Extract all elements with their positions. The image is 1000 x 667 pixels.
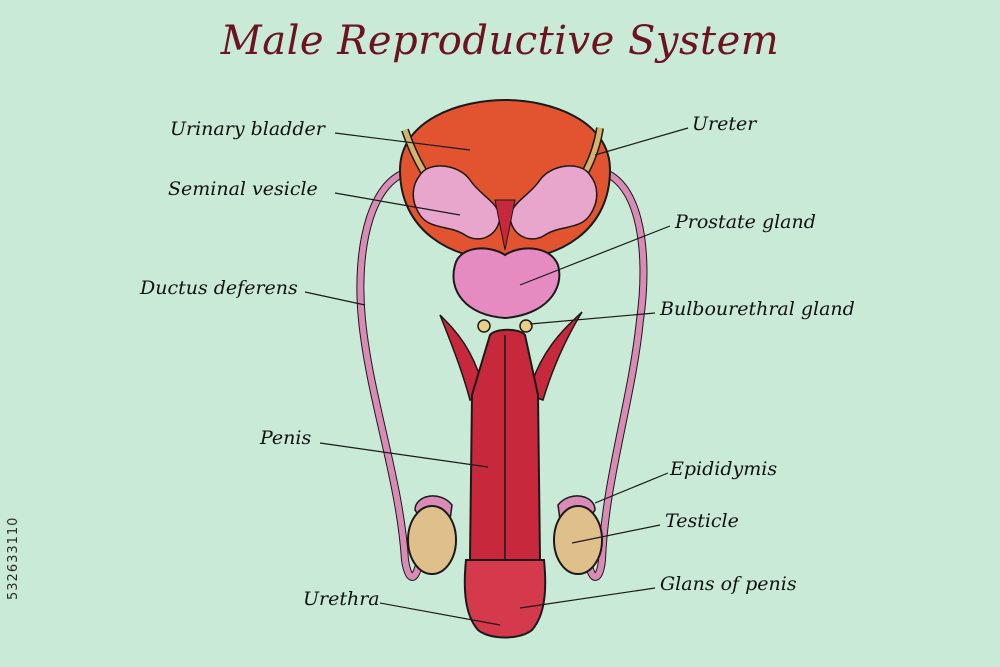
bulbourethral-gland-left — [477, 319, 491, 333]
testicle-right — [553, 505, 603, 575]
ductus-deferens-right-fill — [585, 167, 647, 580]
label-epididymis: Epididymis — [670, 458, 778, 480]
ductus-deferens-left-fill — [357, 167, 423, 580]
label-penis: Penis — [260, 427, 312, 449]
leader-epididymis — [594, 472, 669, 504]
label-seminal-vesicle: Seminal vesicle — [168, 178, 318, 200]
label-urethra: Urethra — [303, 588, 380, 610]
label-ductus-deferens: Ductus deferens — [140, 277, 298, 299]
label-bulbourethral-gland: Bulbourethral gland — [660, 298, 855, 320]
seminal-vesicle-right — [509, 165, 598, 240]
label-ureter: Ureter — [692, 113, 757, 135]
prostate-gland — [452, 247, 561, 320]
bulbourethral-gland-right — [519, 319, 533, 333]
leader-urinary-bladder — [334, 132, 471, 151]
leader-penis — [319, 442, 489, 468]
leader-urethra — [379, 602, 501, 626]
leader-glans — [519, 587, 656, 609]
bladder-neck — [494, 199, 516, 251]
label-urinary-bladder: Urinary bladder — [170, 118, 325, 140]
leader-seminal-vesicle — [334, 192, 461, 216]
label-testicle: Testicle — [665, 510, 739, 532]
leader-testicle — [571, 524, 661, 544]
leader-bulbourethral — [529, 312, 656, 325]
leader-prostate — [519, 225, 671, 286]
ductus-deferens-right — [584, 166, 648, 581]
seminal-vesicle-left — [412, 165, 501, 240]
diagram-title: Male Reproductive System — [220, 18, 780, 64]
label-glans-of-penis: Glans of penis — [660, 573, 797, 595]
glans-of-penis — [463, 559, 547, 639]
leader-ureter — [594, 127, 689, 156]
leader-ductus-deferens — [304, 291, 366, 306]
testicle-left — [407, 505, 457, 575]
label-prostate-gland: Prostate gland — [675, 211, 816, 233]
stock-id-watermark: 532633110 — [6, 516, 21, 600]
